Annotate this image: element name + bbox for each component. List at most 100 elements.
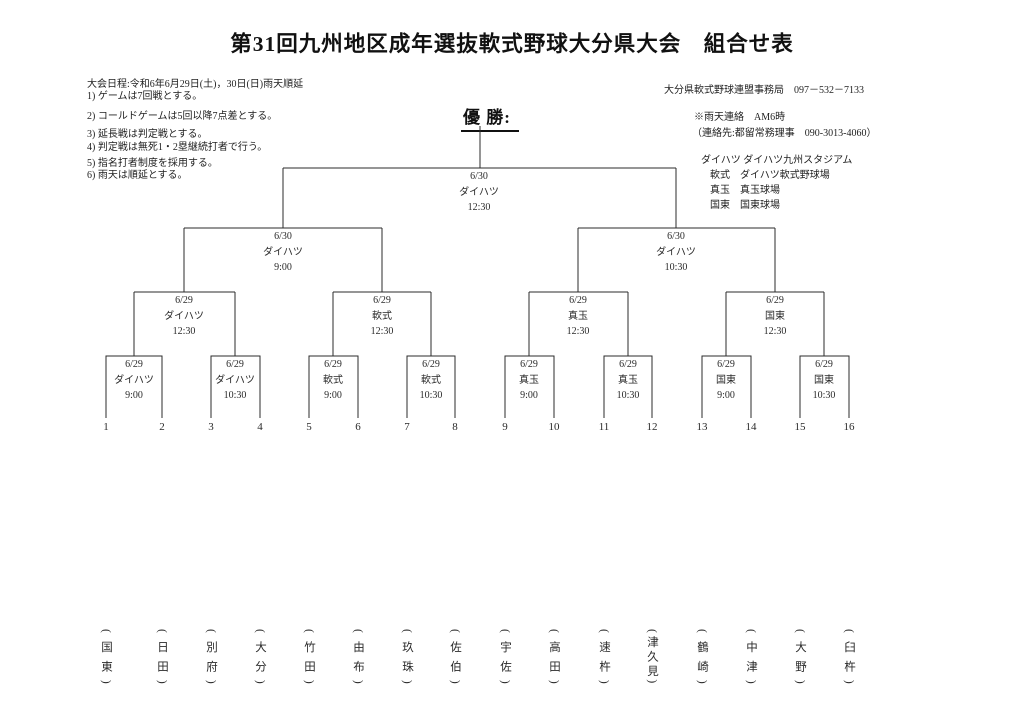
team-name: (由布): [352, 629, 364, 692]
round1-match-2-label: 6/29 ダイハツ 10:30: [190, 357, 280, 404]
match-time: 10:30: [419, 390, 443, 401]
rule-item: 2) コールドゲームは5回以降7点差とする。: [87, 111, 278, 122]
venue-legend-item: 国東 国東球場: [710, 200, 780, 211]
office-contact: 大分県軟式野球連盟事務局 097－532－7133: [664, 85, 864, 96]
match-date: 6/29: [324, 359, 342, 370]
round1-match-8-label: 6/29 国東 10:30: [779, 357, 869, 404]
slot-number: 11: [598, 421, 610, 433]
slot-number: 15: [794, 421, 806, 433]
match-time: 12:30: [763, 326, 787, 337]
team-name: (鶴崎): [696, 629, 708, 692]
team-name: (別府): [205, 629, 217, 692]
match-venue: 真玉: [519, 374, 539, 386]
match-venue: 国東: [814, 374, 834, 386]
round1-match-6-label: 6/29 真玉 10:30: [583, 357, 673, 404]
team-name: (大野): [794, 629, 806, 692]
round1-match-4-label: 6/29 軟式 10:30: [386, 357, 476, 404]
rain-contact-note: ※雨天連絡 AM6時: [694, 112, 786, 123]
slot-number: 1: [103, 421, 109, 433]
match-venue: ダイハツ: [114, 374, 154, 386]
slot-number: 8: [452, 421, 458, 433]
rule-item: 1) ゲームは7回戦とする。: [87, 91, 203, 102]
final-match-label: 6/30 ダイハツ 12:30: [434, 169, 524, 216]
rule-item: 3) 延長戦は判定戦とする。: [87, 129, 208, 140]
match-date: 6/29: [569, 295, 587, 306]
match-time: 9:00: [520, 390, 538, 401]
team-name: (速杵): [598, 629, 610, 692]
tournament-rules-block: 大会日程:令和6年6月29日(土)，30日(日)雨天順延 1) ゲームは7回戦と…: [87, 79, 303, 182]
team-name: (国東): [100, 629, 112, 692]
match-venue: ダイハツ: [215, 374, 255, 386]
match-time: 10:30: [812, 390, 836, 401]
semifinal-1-label: 6/30 ダイハツ 9:00: [238, 229, 328, 276]
quarterfinal-3-label: 6/29 真玉 12:30: [533, 293, 623, 340]
venue-legend-item: 軟式 ダイハツ軟式野球場: [710, 170, 830, 181]
match-date: 6/30: [667, 231, 685, 242]
venue-legend-item: ダイハツ ダイハツ九州スタジアム: [701, 155, 853, 166]
slot-number: 16: [843, 421, 855, 433]
match-time: 9:00: [125, 390, 143, 401]
round1-match-7-label: 6/29 国東 9:00: [681, 357, 771, 404]
team-name: (佐伯): [449, 629, 461, 692]
team-name: (大分): [254, 629, 266, 692]
match-time: 9:00: [717, 390, 735, 401]
match-venue: 軟式: [372, 310, 392, 322]
match-date: 6/29: [717, 359, 735, 370]
rule-item: 6) 雨天は順延とする。: [87, 170, 188, 181]
slot-number: 3: [208, 421, 214, 433]
match-time: 12:30: [566, 326, 590, 337]
venue-legend-item: 真玉 真玉球場: [710, 185, 780, 196]
match-date: 6/29: [373, 295, 391, 306]
match-date: 6/30: [274, 231, 292, 242]
match-date: 6/29: [815, 359, 833, 370]
match-venue: ダイハツ: [459, 186, 499, 198]
venue-legend: ダイハツ ダイハツ九州スタジアム 軟式 ダイハツ軟式野球場 真玉 真玉球場 国東…: [701, 153, 852, 213]
champion-label: 優 勝:: [461, 103, 519, 132]
match-date: 6/29: [520, 359, 538, 370]
match-venue: ダイハツ: [263, 246, 303, 258]
match-date: 6/29: [619, 359, 637, 370]
match-date: 6/29: [226, 359, 244, 370]
rule-item: 5) 指名打者制度を採用する。: [87, 158, 218, 169]
match-time: 10:30: [223, 390, 247, 401]
slot-number: 6: [355, 421, 361, 433]
schedule-note: 大会日程:令和6年6月29日(土)，30日(日)雨天順延: [87, 79, 304, 90]
match-time: 12:30: [370, 326, 394, 337]
slot-number: 13: [696, 421, 708, 433]
slot-number: 12: [646, 421, 658, 433]
match-venue: 国東: [765, 310, 785, 322]
team-name: (津久見): [646, 629, 658, 687]
slot-number: 5: [306, 421, 312, 433]
match-venue: 軟式: [421, 374, 441, 386]
round1-match-5-label: 6/29 真玉 9:00: [484, 357, 574, 404]
contact-detail: （連絡先:都留常務理事 090-3013-4060）: [692, 128, 877, 139]
team-name: (玖珠): [401, 629, 413, 692]
team-name: (臼杵): [843, 629, 855, 692]
team-name: (高田): [548, 629, 560, 692]
page-title: 第31回九州地区成年選抜軟式野球大分県大会 組合せ表: [230, 32, 794, 56]
slot-number: 9: [502, 421, 508, 433]
match-date: 6/29: [422, 359, 440, 370]
team-name: (日田): [156, 629, 168, 692]
team-name: (中津): [745, 629, 757, 692]
match-venue: 軟式: [323, 374, 343, 386]
match-time: 9:00: [324, 390, 342, 401]
slot-number: 4: [257, 421, 263, 433]
match-date: 6/29: [766, 295, 784, 306]
match-time: 12:30: [467, 202, 491, 213]
match-venue: ダイハツ: [164, 310, 204, 322]
slot-number: 14: [745, 421, 757, 433]
match-time: 10:30: [616, 390, 640, 401]
semifinal-2-label: 6/30 ダイハツ 10:30: [631, 229, 721, 276]
round1-match-3-label: 6/29 軟式 9:00: [288, 357, 378, 404]
slot-number: 2: [159, 421, 165, 433]
match-venue: 真玉: [568, 310, 588, 322]
round1-match-1-label: 6/29 ダイハツ 9:00: [89, 357, 179, 404]
quarterfinal-2-label: 6/29 軟式 12:30: [337, 293, 427, 340]
slot-number: 10: [548, 421, 560, 433]
rule-item: 4) 判定戦は無死1・2塁継続打者で行う。: [87, 142, 268, 153]
quarterfinal-1-label: 6/29 ダイハツ 12:30: [139, 293, 229, 340]
match-venue: ダイハツ: [656, 246, 696, 258]
